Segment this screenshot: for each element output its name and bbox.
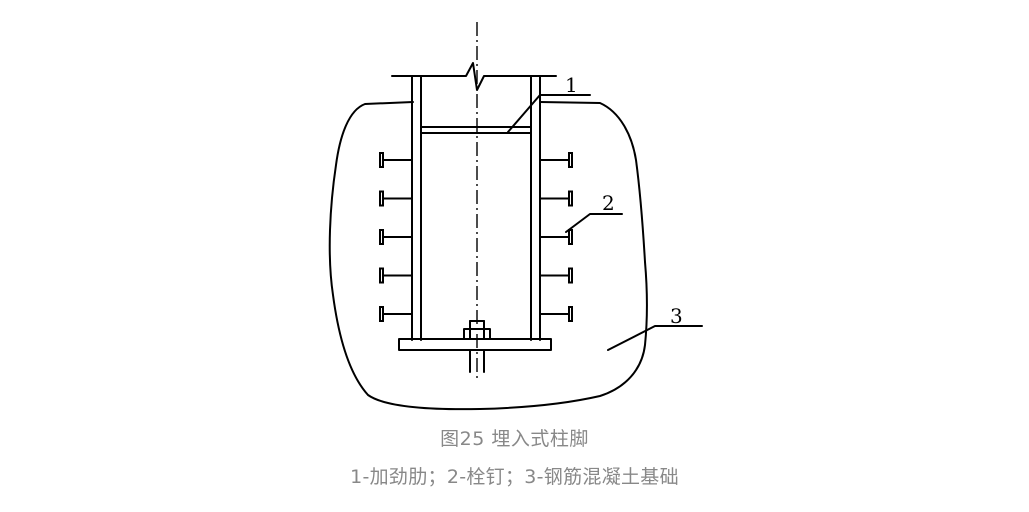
stiffener-plate — [420, 126, 532, 134]
stud — [379, 306, 412, 322]
figure-caption-title: 图25 埋入式柱脚 — [440, 428, 589, 450]
stud — [540, 190, 573, 207]
stud — [379, 190, 412, 207]
stud — [379, 152, 412, 168]
base-plate — [398, 338, 552, 351]
label-2-leader — [565, 213, 623, 233]
stud — [540, 306, 573, 322]
stud — [379, 267, 412, 284]
label-1-stiffener: 1 — [565, 73, 578, 97]
figure-caption-legend: 1-加劲肋；2-栓钉；3-钢筋混凝土基础 — [350, 466, 679, 488]
label-3-concrete: 3 — [670, 304, 683, 328]
stud — [379, 229, 412, 245]
label-3-leader — [607, 325, 703, 351]
stud — [540, 152, 573, 168]
stud — [540, 267, 573, 284]
stud — [540, 229, 573, 245]
studs-right — [540, 152, 573, 322]
concrete-foundation-outline — [328, 101, 648, 411]
label-1-leader — [507, 94, 591, 133]
label-2-stud: 2 — [602, 191, 615, 215]
column-cut-line — [391, 62, 557, 91]
studs-left — [379, 152, 412, 322]
